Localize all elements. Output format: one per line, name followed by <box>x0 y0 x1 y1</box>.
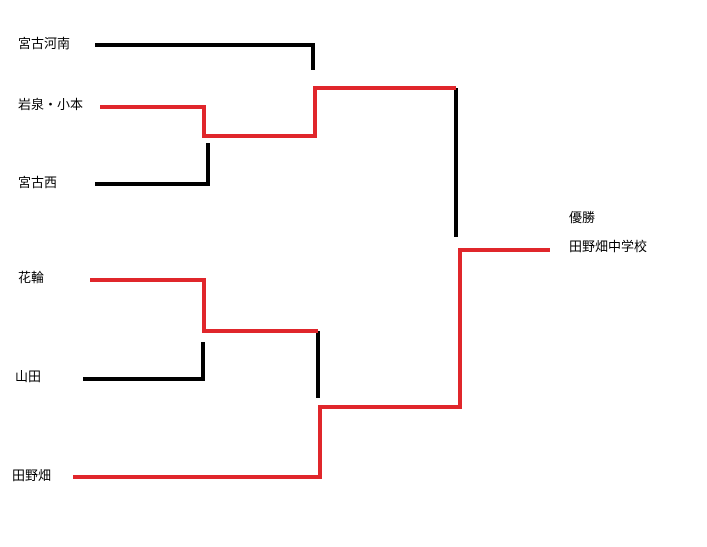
path-yamada <box>83 342 205 381</box>
path-iwaizumi-omoto <box>100 86 456 138</box>
team-label-miyako-kanan: 宮古河南 <box>18 37 71 52</box>
path-tanohata <box>73 248 550 479</box>
path-hanawa <box>90 278 318 333</box>
eliminated-paths <box>83 43 458 398</box>
team-label-hanawa: 花輪 <box>18 271 45 286</box>
path-miyako-nishi <box>95 143 210 186</box>
team-label-yamada: 山田 <box>15 370 42 385</box>
team-label-tanohata: 田野畑 <box>12 469 52 484</box>
path-miyako-kanan <box>95 43 315 70</box>
winner-paths <box>73 86 550 479</box>
champion-heading: 優勝 <box>569 211 596 226</box>
champion-name: 田野畑中学校 <box>569 240 648 255</box>
team-label-miyako-nishi: 宮古西 <box>18 176 58 191</box>
team-label-iwaizumi-omoto: 岩泉・小本 <box>18 98 84 113</box>
